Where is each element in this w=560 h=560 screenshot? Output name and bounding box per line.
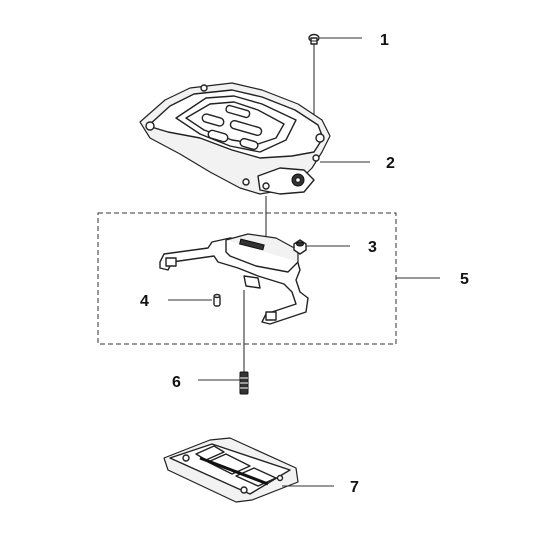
- callout-4: 4: [140, 293, 149, 310]
- part-2-cover: [139, 82, 331, 195]
- callout-7: 7: [350, 479, 359, 496]
- callout-6: 6: [172, 374, 181, 391]
- part-4-pin: [213, 293, 221, 307]
- callout-3: 3: [368, 239, 377, 256]
- part-6-bolt: [239, 290, 249, 395]
- callout-5: 5: [460, 271, 469, 288]
- part-7-plate: [163, 437, 299, 503]
- callout-2: 2: [386, 155, 395, 172]
- part-3-nut: [293, 239, 307, 255]
- callout-1: 1: [380, 32, 389, 49]
- part-5-bracket: [159, 233, 309, 325]
